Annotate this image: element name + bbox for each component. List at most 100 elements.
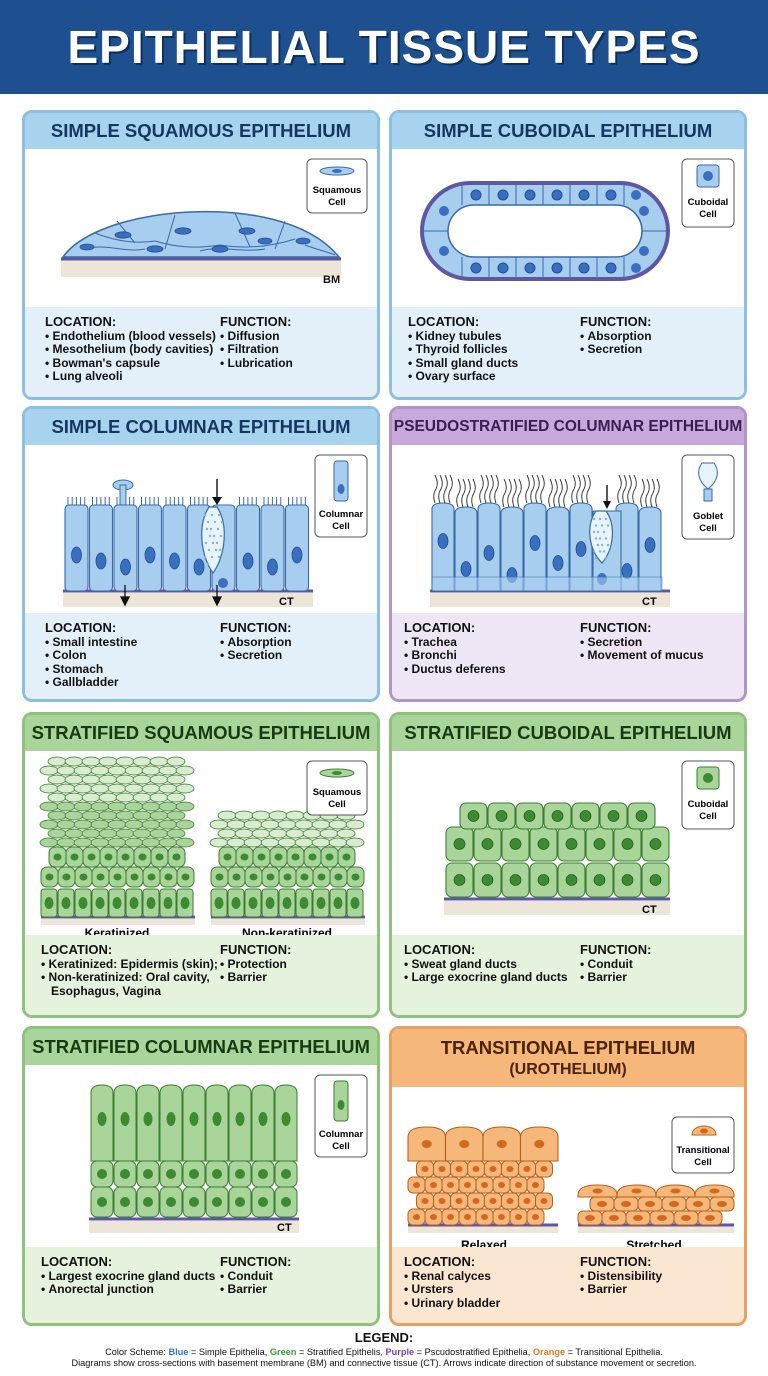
flat-cell [243,837,263,848]
panel-simple-columnar: SIMPLE COLUMNAR EPITHELIUM CT Columnar C… [22,406,380,702]
nucleus [214,897,224,909]
location-label: LOCATION: [45,620,117,635]
flat-cell [98,792,118,803]
nucleus [497,189,509,201]
nucleus [163,897,173,909]
flat-cell [158,801,178,812]
flat-cell [47,774,67,785]
cilium [540,474,545,504]
nucleus [509,874,522,886]
flat-cell [285,810,305,821]
function-label: FUNCTION: [220,314,292,329]
nucleus [95,552,107,570]
nucleus [143,1112,153,1126]
cilium [655,478,660,508]
nucleus [235,1197,245,1207]
panel-title: PSEUDOSTRATIFIED COLUMNAR EPITHELIUM [392,409,744,445]
stretched-tissue [577,1184,735,1233]
nucleus [621,563,633,579]
nucleus [147,873,156,881]
function-column: FUNCTION: Protection Barrier [220,943,292,985]
flat-cell [302,828,322,839]
nucleus [299,897,309,909]
cuboidal-layers [445,802,670,898]
nucleus [45,873,54,881]
flat-cell [175,819,195,830]
function-column: FUNCTION: Conduit Barrier [220,1255,292,1297]
ct-label: CT [642,904,657,916]
location-column: LOCATION: Largest exocrine gland ducts A… [41,1255,215,1297]
flat-cell [132,828,152,839]
flat-cell [124,783,144,794]
stratified-columnar-diagram: CT Columnar Cell [89,1074,368,1234]
cilium [484,474,489,504]
mucus-droplet [594,524,598,527]
relaxed-tissue [407,1126,559,1233]
mucus-droplet [594,556,598,560]
flat-cell [226,819,246,830]
panel-stratified-squamous: STRATIFIED SQUAMOUS EPITHELIUM Keratiniz… [22,712,380,1018]
nucleus [657,1215,667,1221]
nucleus [334,873,343,881]
flat-cell [328,837,348,848]
mucus-droplet [592,550,596,553]
nucleus [472,1166,480,1172]
cilium [517,478,522,508]
nucleus [146,897,156,909]
nucleus [70,853,79,861]
location-column: LOCATION: Small intestine Colon Stomach … [45,621,137,690]
nucleus [317,873,326,881]
cilium [622,474,627,504]
flat-cell [277,819,297,830]
flat-cell [56,783,76,794]
flat-cell [311,837,331,848]
legend-blue: Blue [168,1347,189,1357]
function-label: FUNCTION: [220,620,292,635]
flat-cell [158,765,178,776]
nucleus [62,873,71,881]
nucleus [274,853,283,861]
flat-cell [175,837,195,848]
panel-pseudostratified: PSEUDOSTRATIFIED COLUMNAR EPITHELIUM CT … [389,406,747,702]
nucleus [649,838,662,850]
function-label: FUNCTION: [220,1254,292,1269]
flat-cell [158,837,178,848]
panel-info: LOCATION: Trachea Bronchi Ductus deferen… [392,613,744,699]
flat-cell [166,756,186,767]
columnar-cell-icon: Columnar Cell [314,454,368,538]
nucleus [439,206,449,216]
mucus-droplet [600,524,604,527]
cilium [563,478,568,508]
nucleus [709,1188,720,1194]
flat-cell [115,810,135,821]
flat-cell [107,801,127,812]
goblet-cell [201,479,225,575]
panel-info: LOCATION: Keratinized: Epidermis (skin);… [25,935,377,1015]
location-label: LOCATION: [404,942,476,957]
nucleus [97,1169,107,1179]
mucus-droplet [216,527,220,531]
flat-cell [132,792,152,803]
cell-icon-label-1: Columnar [319,1129,364,1140]
panel-info: LOCATION: Largest exocrine gland ducts A… [25,1247,377,1323]
flat-cell [39,801,59,812]
nucleus [283,873,292,881]
nucleus [529,535,541,551]
nucleus [257,853,266,861]
cuboidal-cell-icon: Cuboidal Cell [681,158,735,228]
nucleus [120,1197,130,1207]
panel-info: LOCATION: Endothelium (blood vessels) Me… [25,307,377,397]
nucleus [421,1198,429,1204]
location-item: Lung alveoli [45,369,216,384]
nucleus [193,558,205,576]
nucleus [489,1166,497,1172]
flat-cell [166,792,186,803]
cilium [471,478,476,508]
nucleus [639,246,649,256]
nucleus [537,874,550,886]
mucus-droplet [602,550,606,553]
flat-cell [64,792,84,803]
nucleus [104,853,113,861]
nucleus [166,1112,176,1126]
flat-cell [328,819,348,830]
